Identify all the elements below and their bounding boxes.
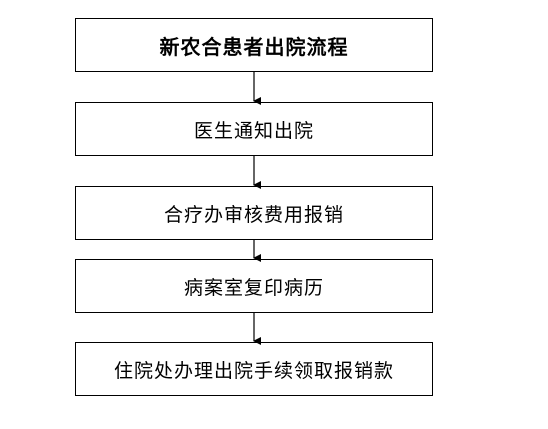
flow-step-label: 医生通知出院 <box>193 119 314 142</box>
flow-title-label: 新农合患者出院流程 <box>159 34 349 59</box>
flow-title-box: 新农合患者出院流程 <box>75 18 433 72</box>
flow-step-record-copy: 病案室复印病历 <box>75 259 433 313</box>
flow-step-discharge-settlement: 住院处办理出院手续领取报销款 <box>75 342 433 396</box>
flow-step-doctor-notice: 医生通知出院 <box>75 102 433 156</box>
flow-step-label: 病案室复印病历 <box>183 276 324 299</box>
flow-step-label: 合疗办审核费用报销 <box>163 203 344 226</box>
flow-step-label: 住院处办理出院手续领取报销款 <box>113 359 394 382</box>
